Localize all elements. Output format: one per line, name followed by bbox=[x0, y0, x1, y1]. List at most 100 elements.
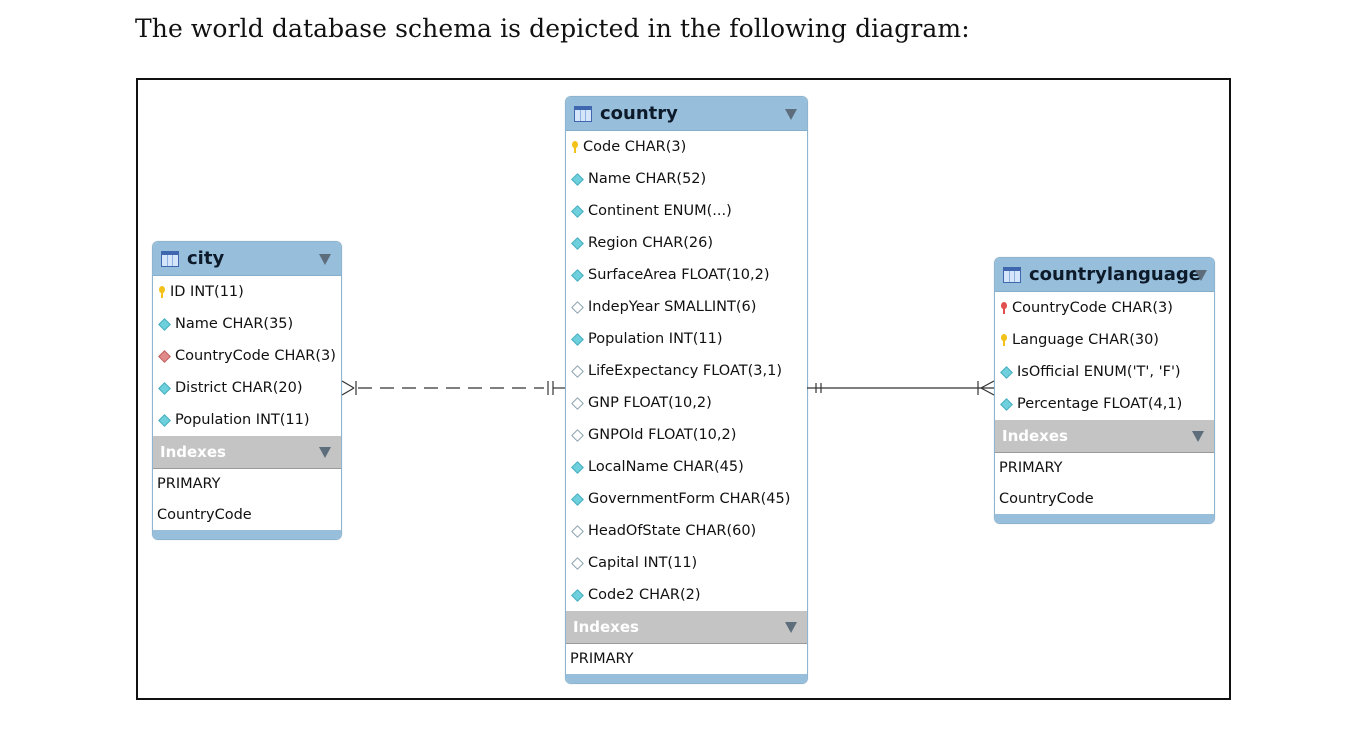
table-country[interactable]: country Code CHAR(3) Name CHAR(52) Contine… bbox=[565, 96, 808, 684]
column-label: IsOfficial ENUM('T', 'F') bbox=[1017, 364, 1181, 380]
table-name: country bbox=[600, 103, 678, 124]
table-name: countrylanguage bbox=[1029, 264, 1201, 285]
index-list: PRIMARY bbox=[566, 643, 807, 674]
foreign-primary-key-icon bbox=[1001, 302, 1007, 314]
column-label: GNP FLOAT(10,2) bbox=[588, 395, 712, 411]
column-row[interactable]: LocalName CHAR(45) bbox=[566, 451, 807, 483]
column-row[interactable]: SurfaceArea FLOAT(10,2) bbox=[566, 259, 807, 291]
primary-key-icon bbox=[572, 141, 578, 153]
collapse-triangle-icon[interactable] bbox=[1192, 431, 1204, 442]
column-label: District CHAR(20) bbox=[175, 380, 303, 396]
column-row[interactable]: IsOfficial ENUM('T', 'F') bbox=[995, 356, 1214, 388]
table-header[interactable]: countrylanguage bbox=[995, 258, 1214, 292]
column-row[interactable]: CountryCode CHAR(3) bbox=[153, 340, 341, 372]
index-row[interactable]: PRIMARY bbox=[153, 468, 341, 499]
not-null-column-icon bbox=[571, 236, 584, 250]
column-row[interactable]: Name CHAR(52) bbox=[566, 163, 807, 195]
column-row[interactable]: ID INT(11) bbox=[153, 276, 341, 308]
table-header[interactable]: country bbox=[566, 97, 807, 131]
not-null-column-icon bbox=[571, 204, 584, 218]
table-footer bbox=[995, 514, 1214, 523]
collapse-triangle-icon[interactable] bbox=[1195, 270, 1207, 281]
index-list: PRIMARY CountryCode bbox=[153, 468, 341, 530]
column-row[interactable]: HeadOfState CHAR(60) bbox=[566, 515, 807, 547]
column-row[interactable]: CountryCode CHAR(3) bbox=[995, 292, 1214, 324]
index-row[interactable]: CountryCode bbox=[999, 490, 1094, 507]
column-row[interactable]: GovernmentForm CHAR(45) bbox=[566, 483, 807, 515]
column-label: LocalName CHAR(45) bbox=[588, 459, 744, 475]
column-label: Code2 CHAR(2) bbox=[588, 587, 701, 603]
table-name: city bbox=[187, 248, 225, 269]
column-label: CountryCode CHAR(3) bbox=[1012, 300, 1173, 316]
column-label: Name CHAR(52) bbox=[588, 171, 707, 187]
column-row[interactable]: Capital INT(11) bbox=[566, 547, 807, 579]
index-list: PRIMARY CountryCode bbox=[995, 452, 1214, 514]
column-list: Code CHAR(3) Name CHAR(52) Continent ENUM(… bbox=[566, 131, 807, 611]
collapse-triangle-icon[interactable] bbox=[785, 622, 797, 633]
not-null-column-icon bbox=[158, 413, 171, 427]
column-row[interactable]: Code2 CHAR(2) bbox=[566, 579, 807, 611]
table-icon bbox=[1003, 266, 1021, 283]
indexes-label: Indexes bbox=[573, 618, 639, 636]
column-list: CountryCode CHAR(3) Language CHAR(30) IsOf… bbox=[995, 292, 1214, 420]
column-row[interactable]: Percentage FLOAT(4,1) bbox=[995, 388, 1214, 420]
column-row[interactable]: Population INT(11) bbox=[566, 323, 807, 355]
column-row[interactable]: GNP FLOAT(10,2) bbox=[566, 387, 807, 419]
nullable-column-icon bbox=[571, 524, 584, 538]
not-null-column-icon bbox=[571, 492, 584, 506]
column-label: ID INT(11) bbox=[170, 284, 244, 300]
column-label: Percentage FLOAT(4,1) bbox=[1017, 396, 1183, 412]
indexes-label: Indexes bbox=[160, 443, 226, 461]
table-countrylanguage[interactable]: countrylanguage CountryCode CHAR(3) Langu… bbox=[994, 257, 1215, 524]
column-label: Continent ENUM(...) bbox=[588, 203, 732, 219]
table-header[interactable]: city bbox=[153, 242, 341, 276]
collapse-triangle-icon[interactable] bbox=[319, 254, 331, 265]
column-row[interactable]: Code CHAR(3) bbox=[566, 131, 807, 163]
nullable-column-icon bbox=[571, 556, 584, 570]
column-row[interactable]: Language CHAR(30) bbox=[995, 324, 1214, 356]
not-null-column-icon bbox=[571, 332, 584, 346]
not-null-column-icon bbox=[1000, 397, 1013, 411]
not-null-column-icon bbox=[158, 317, 171, 331]
column-row[interactable]: District CHAR(20) bbox=[153, 372, 341, 404]
primary-key-icon bbox=[1001, 334, 1007, 346]
column-row[interactable]: LifeExpectancy FLOAT(3,1) bbox=[566, 355, 807, 387]
column-row[interactable]: GNPOld FLOAT(10,2) bbox=[566, 419, 807, 451]
nullable-column-icon bbox=[571, 300, 584, 314]
column-label: Capital INT(11) bbox=[588, 555, 698, 571]
indexes-header[interactable]: Indexes bbox=[153, 436, 341, 468]
not-null-column-icon bbox=[158, 381, 171, 395]
table-footer bbox=[153, 530, 341, 539]
table-icon bbox=[574, 105, 592, 122]
indexes-header[interactable]: Indexes bbox=[566, 611, 807, 643]
column-row[interactable]: Population INT(11) bbox=[153, 404, 341, 436]
index-row[interactable]: CountryCode bbox=[157, 506, 252, 523]
not-null-column-icon bbox=[571, 268, 584, 282]
column-label: Language CHAR(30) bbox=[1012, 332, 1159, 348]
not-null-column-icon bbox=[1000, 365, 1013, 379]
collapse-triangle-icon[interactable] bbox=[785, 109, 797, 120]
column-label: CountryCode CHAR(3) bbox=[175, 348, 336, 364]
not-null-column-icon bbox=[571, 172, 584, 186]
column-label: Population INT(11) bbox=[175, 412, 310, 428]
table-city[interactable]: city ID INT(11) Name CHAR(35) CountryCode … bbox=[152, 241, 342, 540]
not-null-column-icon bbox=[571, 588, 584, 602]
index-row[interactable]: PRIMARY bbox=[566, 643, 807, 674]
nullable-column-icon bbox=[571, 364, 584, 378]
column-label: Region CHAR(26) bbox=[588, 235, 714, 251]
column-row[interactable]: Name CHAR(35) bbox=[153, 308, 341, 340]
indexes-label: Indexes bbox=[1002, 427, 1068, 445]
table-footer bbox=[566, 674, 807, 683]
column-label: IndepYear SMALLINT(6) bbox=[588, 299, 757, 315]
column-label: GovernmentForm CHAR(45) bbox=[588, 491, 791, 507]
indexes-header[interactable]: Indexes bbox=[995, 420, 1214, 452]
column-row[interactable]: Continent ENUM(...) bbox=[566, 195, 807, 227]
index-row[interactable]: PRIMARY bbox=[995, 452, 1214, 483]
column-row[interactable]: Region CHAR(26) bbox=[566, 227, 807, 259]
collapse-triangle-icon[interactable] bbox=[319, 447, 331, 458]
primary-key-icon bbox=[159, 286, 165, 298]
column-row[interactable]: IndepYear SMALLINT(6) bbox=[566, 291, 807, 323]
nullable-column-icon bbox=[571, 396, 584, 410]
column-label: LifeExpectancy FLOAT(3,1) bbox=[588, 363, 782, 379]
not-null-column-icon bbox=[571, 460, 584, 474]
